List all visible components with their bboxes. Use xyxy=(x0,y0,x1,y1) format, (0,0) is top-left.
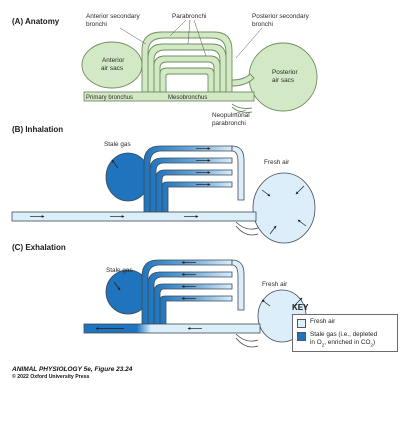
key-stale-sub-co2: 2 xyxy=(370,341,373,347)
exhalation-arrow-sac-1 xyxy=(261,299,271,307)
label-anterior-secondary-bronchi-2: bronchi xyxy=(86,21,107,28)
label-anterior-air-sacs-2: air sacs xyxy=(101,65,123,72)
label-primary-bronchus: Primary bronchus xyxy=(86,95,133,101)
label-neopulmonal-2: parabronchi xyxy=(212,120,246,127)
parabronchus-4 xyxy=(159,67,215,93)
leader-neopulmonal xyxy=(233,109,247,115)
exhalation-parabronchus-3 xyxy=(153,283,233,325)
inhalation-label-stale-gas: Stale gas xyxy=(104,141,131,148)
key-fresh-label: Fresh air xyxy=(310,318,336,325)
label-posterior-air-sacs-2: air sacs xyxy=(272,77,294,84)
inhalation-fresh-sac xyxy=(252,172,316,244)
exhalation-parabronchus-2 xyxy=(147,271,233,325)
inhalation-parabronchus-4 xyxy=(161,181,233,213)
label-posterior-secondary-bronchi-1: Posterior secondary xyxy=(252,13,310,20)
leader-parabronchi-2 xyxy=(187,19,191,45)
exhalation-parabronchus-4 xyxy=(159,295,233,325)
key-row-stale: Stale gas (i.e., depleted in O2, enriche… xyxy=(297,331,393,347)
inhalation-bronchus-tube xyxy=(11,211,257,222)
key-stale-line2-pre: in O xyxy=(310,338,322,346)
label-anterior-air-sacs-1: Anterior xyxy=(102,57,125,64)
figure-caption: ANIMAL PHYSIOLOGY 5e, Figure 23.24 xyxy=(12,366,133,373)
key-box: Fresh air Stale gas (i.e., depleted in O… xyxy=(292,314,398,353)
anatomy-diagram xyxy=(81,31,318,113)
inhalation-arrow-sac-1 xyxy=(261,189,271,197)
leader-parabronchi-3 xyxy=(193,19,207,57)
exhalation-neopulmonal-1 xyxy=(235,333,259,342)
key-row-fresh: Fresh air xyxy=(297,318,393,328)
primary-bronchus-tube xyxy=(83,91,255,102)
inhalation-arrow-sac-3 xyxy=(297,219,307,227)
label-posterior-air-sacs-1: Posterior xyxy=(272,69,298,76)
key-stale-sub-o2: 2 xyxy=(321,341,325,347)
exhalation-neopulmonal-2 xyxy=(235,337,259,348)
key-legend: KEY Fresh air Stale gas (i.e., depleted … xyxy=(292,303,398,353)
exhalation-arrow-stale-sac xyxy=(113,281,121,291)
key-stale-line2-post: ) xyxy=(372,338,376,346)
inhalation-arrow-sac-4 xyxy=(269,225,277,235)
panel-a-title: (A) Anatomy xyxy=(12,17,60,26)
label-posterior-secondary-bronchi-2: bronchi xyxy=(252,21,273,28)
inhalation-arrow-stale-sac xyxy=(111,159,119,169)
label-mesobronchus: Mesobronchus xyxy=(168,95,207,101)
leader-anterior-secondary xyxy=(119,27,147,45)
key-stale-line1: Stale gas (i.e., depleted xyxy=(310,331,378,338)
exhalation-label-stale-gas: Stale gas xyxy=(106,267,133,274)
exhalation-arrow-sac-2 xyxy=(293,297,303,307)
inhalation-label-fresh-air: Fresh air xyxy=(264,159,290,166)
key-stale-line2-mid: , enriched in CO xyxy=(324,338,371,346)
key-stale-label: Stale gas (i.e., depleted in O2, enriche… xyxy=(310,331,378,347)
exhalation-right-joint xyxy=(231,259,245,311)
neopulmonal-loop-1 xyxy=(231,103,253,109)
panel-b-title: (B) Inhalation xyxy=(12,125,63,134)
exhalation-diagram xyxy=(83,259,307,348)
leader-posterior-secondary xyxy=(235,27,263,59)
inhalation-right-joint xyxy=(231,145,245,201)
inhalation-arrow-sac-2 xyxy=(295,185,305,195)
inhalation-parabronchus-3 xyxy=(155,169,233,213)
fresh-air-swatch xyxy=(297,319,306,328)
key-title: KEY xyxy=(292,303,309,312)
label-anterior-secondary-bronchi-1: Anterior secondary xyxy=(86,13,140,20)
panel-c-title: (C) Exhalation xyxy=(12,243,66,252)
stale-gas-swatch xyxy=(297,332,306,341)
copyright-line: © 2022 Oxford University Press xyxy=(12,374,90,380)
label-neopulmonal-1: Neopulmonal xyxy=(212,112,250,119)
inhalation-parabronchus-2 xyxy=(149,157,233,213)
inhalation-neopulmonal-1 xyxy=(235,221,259,230)
label-parabronchi: Parabronchi xyxy=(172,13,206,20)
inhalation-neopulmonal-2 xyxy=(235,225,259,236)
exhalation-bronchus-tube xyxy=(83,323,261,334)
leader-parabronchi-1 xyxy=(169,19,187,37)
inhalation-stale-sac xyxy=(105,152,151,202)
posterior-bronchi-connector xyxy=(231,73,255,87)
exhalation-label-fresh-air: Fresh air xyxy=(262,281,288,288)
